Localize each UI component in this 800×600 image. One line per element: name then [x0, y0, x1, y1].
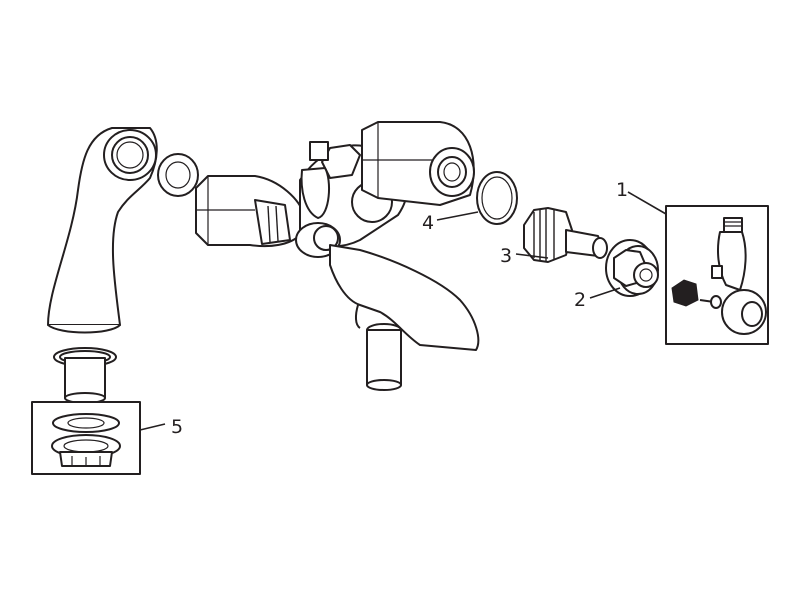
- callout-5-box: [31, 401, 141, 475]
- riser-oring-and-pipe: [53, 347, 117, 404]
- callout-1-box: [665, 205, 769, 345]
- spout-riser: [47, 127, 158, 334]
- callout-4-label: 4: [422, 212, 434, 234]
- callout-1-label: 1: [616, 179, 628, 201]
- callout-2-label: 2: [574, 289, 586, 311]
- cartridge-part-3: [523, 207, 608, 263]
- left-valve-body: [195, 175, 305, 248]
- callout-3-label: 3: [500, 245, 512, 267]
- o-ring-part-4: [476, 171, 518, 225]
- spout-washer: [157, 153, 199, 197]
- callout-5-leader: [139, 423, 166, 431]
- right-valve-body: [361, 121, 475, 206]
- callout-5-label: 5: [171, 416, 183, 438]
- callout-2-leader: [589, 287, 621, 299]
- callout-1-leader: [627, 191, 667, 215]
- shroud-part-2: [605, 239, 659, 297]
- callout-4-leader: [436, 211, 479, 221]
- callout-3-leader: [515, 253, 549, 259]
- bath-spout: [329, 244, 480, 391]
